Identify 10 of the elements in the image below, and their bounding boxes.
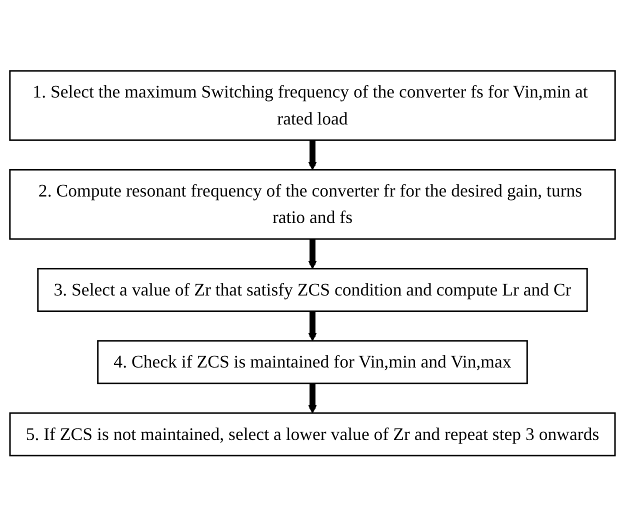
node-box (97, 340, 528, 384)
arrow (308, 140, 317, 170)
node-box (37, 268, 588, 312)
node-box (9, 70, 616, 142)
node-box (9, 169, 616, 240)
node-box (9, 412, 616, 457)
flowchart: 1. Select the maximum Switching frequency of the converter fs for Vin,min at rated load 2. Compute resonant frequency of the converter fr for the desired gain, turns ratio and fs 3. Select a value of Zr that satisfy ZCS condition and compute Lr and Cr 4. Check if ZCS is maintained for Vin,min and Vin,max 5. If ZCS is not maintained, select a lower value of Zr and repeat step 3 onwards (2, 63, 623, 464)
arrow (308, 238, 317, 270)
arrow (308, 383, 317, 414)
arrow (308, 310, 317, 342)
